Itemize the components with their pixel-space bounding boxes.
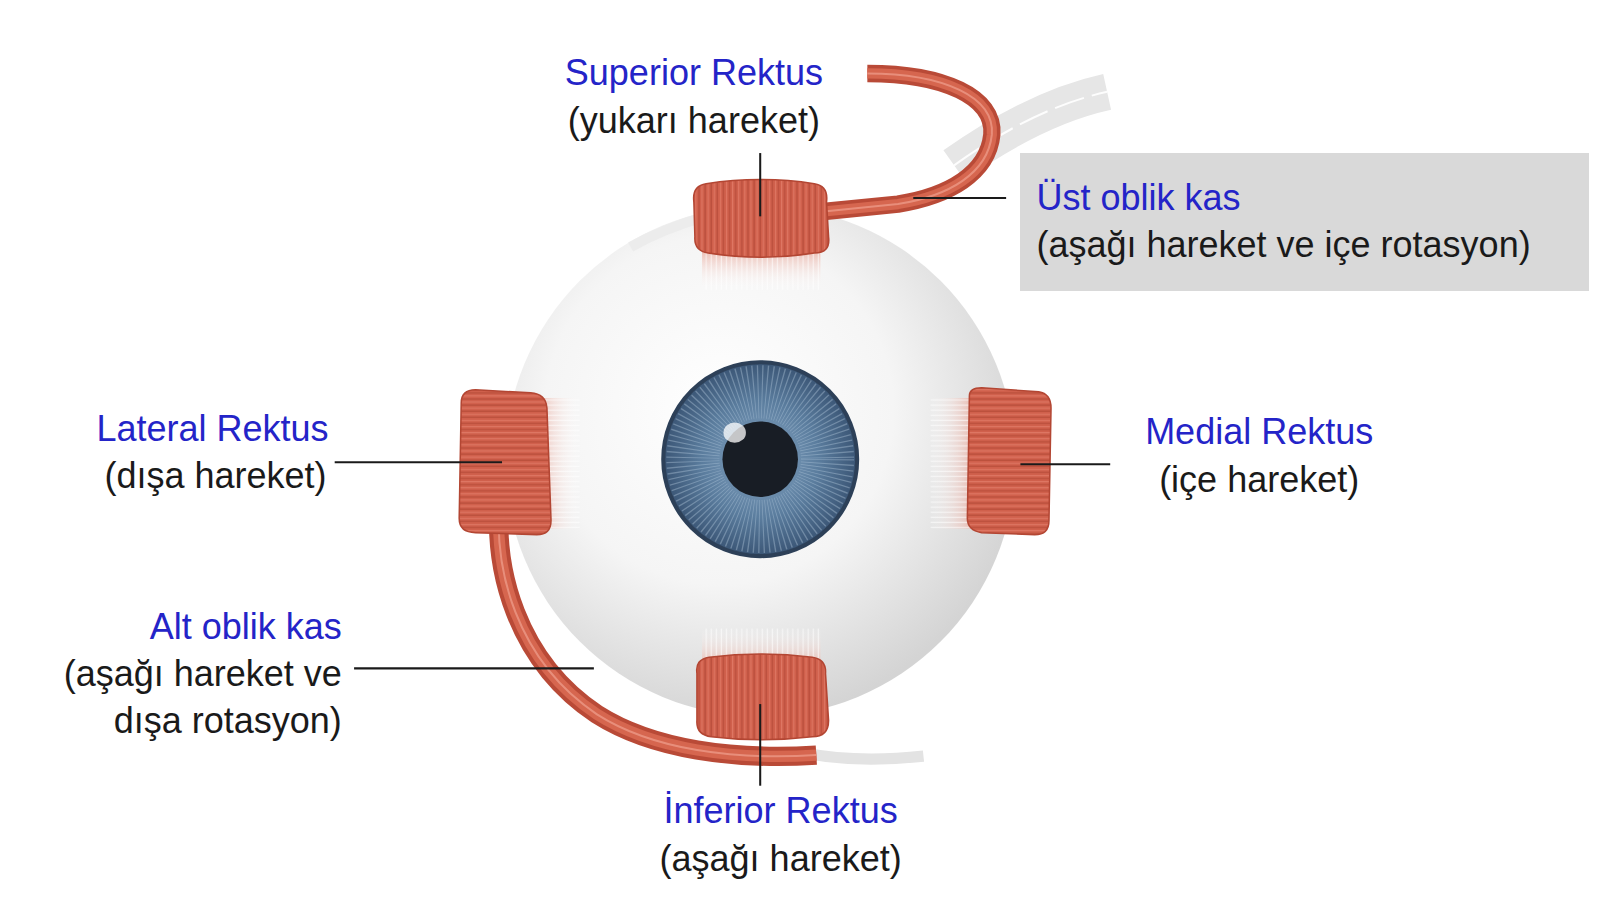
leader-line [354, 667, 594, 669]
muscle-action: (aşağı hareket) [660, 836, 902, 883]
muscle-action: (içe hareket) [1159, 456, 1359, 503]
oblique-tendon [804, 753, 923, 759]
callout-box: Üst oblik kas(aşağı hareket ve içe rotas… [1020, 153, 1588, 291]
muscle-fibers [816, 73, 992, 212]
muscle-name: Lateral Rektus [96, 405, 328, 452]
muscle-fibers [816, 73, 992, 212]
inferior-rectus-muscle [697, 654, 829, 740]
medial-rectus-muscle [967, 388, 1051, 535]
leader-line [913, 197, 1006, 199]
iris-fibers [693, 392, 828, 527]
muscle-action: (yukarı hareket) [568, 98, 820, 145]
superior-oblique-muscle [816, 73, 992, 212]
muscle-name: Medial Rektus [1145, 408, 1373, 455]
muscle-action: (aşağı hareket ve dışa rotasyon) [42, 651, 342, 745]
muscle-name: Superior Rektus [565, 50, 823, 97]
iris [663, 362, 857, 556]
leader-line [759, 153, 761, 216]
muscle-name: Alt oblik kas [150, 603, 342, 650]
muscle-name: Üst oblik kas [1036, 175, 1240, 222]
eye-highlight [723, 422, 745, 442]
muscle-action: (dışa hareket) [104, 452, 326, 499]
muscle-action: (aşağı hareket ve içe rotasyon) [1036, 222, 1530, 269]
pupil [722, 421, 798, 497]
leader-line [1020, 463, 1110, 465]
leader-line [759, 704, 761, 786]
leader-line [335, 461, 502, 463]
sclera [505, 206, 1015, 716]
muscle-name: İnferior Rektus [664, 788, 898, 835]
